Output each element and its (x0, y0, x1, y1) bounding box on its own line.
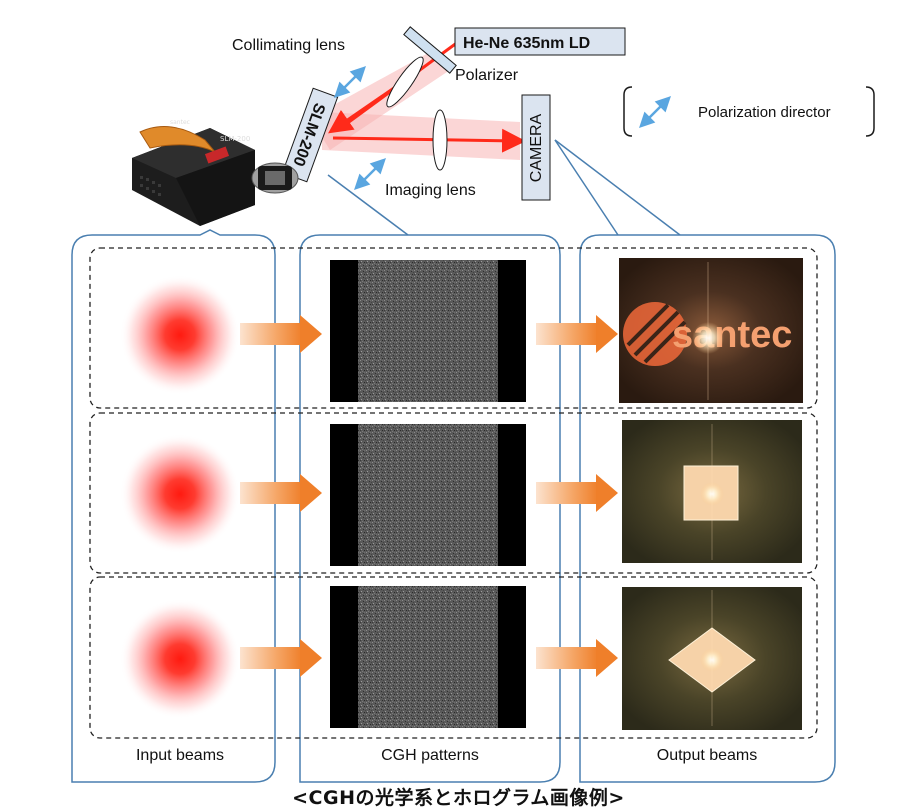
orange-arrow-icon (240, 474, 322, 512)
polarization-director-legend: Polarization director (623, 86, 875, 137)
collimating-lens-label: Collimating lens (232, 37, 345, 54)
laser-source: He-Ne 635nm LD (454, 27, 626, 56)
column-label-output: Output beams (657, 747, 758, 764)
callout-lines (327, 139, 681, 236)
panel-output (579, 234, 836, 783)
orange-arrow-icon (536, 639, 618, 677)
slm-device-photo: SLM-200 santec (132, 119, 299, 226)
input-beam-spot (120, 434, 240, 554)
column-panels (71, 229, 836, 783)
output-logo-text: santec (672, 314, 792, 356)
row-frame-2 (89, 412, 818, 574)
polarization-arrow-icon (334, 66, 366, 98)
beam-halo-reflected (322, 112, 520, 160)
polarizer-label: Polarizer (455, 67, 519, 84)
imaging-lens-label: Imaging lens (385, 182, 476, 199)
orange-arrow-icon (536, 474, 618, 512)
output-beam-square (622, 420, 802, 563)
optical-bench: He-Ne 635nm LD Polarizer Collimating len… (132, 26, 875, 236)
polarization-director-label: Polarization director (698, 104, 831, 121)
orange-arrow-icon (240, 315, 322, 353)
laser-label: He-Ne 635nm LD (463, 35, 590, 52)
camera-label: CAMERA (528, 113, 545, 182)
row-1: santec (120, 258, 803, 403)
device-model-label: SLM-200 (220, 135, 250, 143)
device-brand-label: santec (170, 119, 190, 126)
cgh-pattern (330, 424, 526, 566)
column-label-input: Input beams (136, 747, 224, 764)
panel-cgh (299, 234, 561, 783)
orange-arrow-icon (536, 315, 618, 353)
cgh-pattern (330, 260, 526, 402)
polarization-arrow-icon (639, 96, 671, 128)
camera-component: CAMERA (521, 94, 551, 201)
row-frame-1 (89, 247, 818, 409)
output-beam-logo: santec (619, 258, 803, 403)
row-2 (120, 420, 802, 566)
orange-arrow-icon (240, 639, 322, 677)
row-3 (120, 586, 802, 730)
polarizer-plate (403, 26, 457, 74)
collimating-lens (386, 56, 424, 108)
polarization-arrow-icon (354, 158, 386, 190)
imaging-lens (432, 109, 448, 171)
column-label-cgh: CGH patterns (381, 747, 479, 764)
row-frame-3 (89, 576, 818, 739)
output-beam-diamond (622, 587, 802, 730)
panel-input (71, 229, 276, 783)
cgh-pattern (330, 586, 526, 728)
beam-ray-to-camera (332, 128, 526, 153)
input-beam-spot (120, 599, 240, 719)
row-frames (89, 247, 818, 739)
input-beam-spot (120, 275, 240, 395)
figure-caption: <CGHの光学系とホログラム画像例> (292, 787, 625, 809)
